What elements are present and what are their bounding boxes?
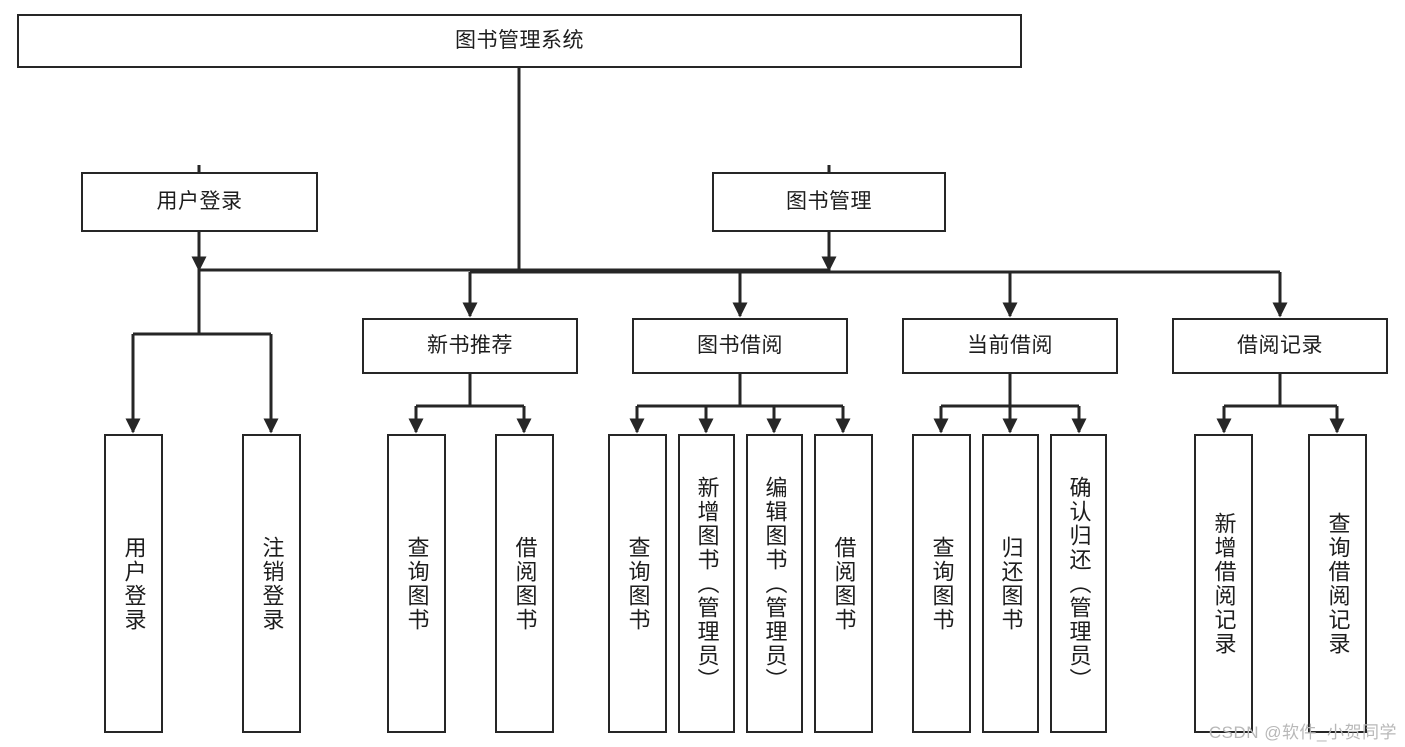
node-user-login-label: 用户登录: [156, 189, 243, 213]
leaf-recommend-borrow-book-label: 借阅图书: [512, 535, 538, 632]
leaf-record-query-record-label: 查询借阅记录: [1325, 511, 1351, 656]
node-book-borrow-label: 图书借阅: [697, 333, 783, 357]
leaf-borrow-borrow-book-label: 借阅图书: [831, 535, 857, 632]
node-book-management[interactable]: 图书管理: [712, 172, 946, 232]
node-current-borrow[interactable]: 当前借阅: [902, 318, 1118, 374]
leaf-user-login-signin-label: 用户登录: [121, 535, 147, 632]
watermark: CSDN @软件_小贺同学: [1208, 723, 1397, 742]
leaf-borrow-edit-book[interactable]: 编辑图书（管理员）: [746, 434, 803, 733]
leaf-borrow-query-book[interactable]: 查询图书: [608, 434, 667, 733]
leaf-borrow-query-book-label: 查询图书: [625, 535, 651, 632]
leaf-recommend-query-book[interactable]: 查询图书: [387, 434, 446, 733]
leaf-borrow-add-book[interactable]: 新增图书（管理员）: [678, 434, 735, 733]
leaf-user-login-signout-label: 注销登录: [259, 535, 285, 632]
leaf-borrow-edit-book-label: 编辑图书（管理员）: [762, 475, 788, 692]
leaf-current-return-book[interactable]: 归还图书: [982, 434, 1039, 733]
node-root-label: 图书管理系统: [455, 28, 584, 52]
leaf-record-add-record[interactable]: 新增借阅记录: [1194, 434, 1253, 733]
leaf-current-confirm-return-label: 确认归还（管理员）: [1066, 475, 1092, 692]
leaf-current-return-book-label: 归还图书: [998, 535, 1024, 632]
leaf-current-confirm-return[interactable]: 确认归还（管理员）: [1050, 434, 1107, 733]
leaf-borrow-add-book-label: 新增图书（管理员）: [694, 475, 720, 692]
node-current-borrow-label: 当前借阅: [967, 333, 1053, 357]
leaf-current-query-book-label: 查询图书: [929, 535, 955, 632]
leaf-current-query-book[interactable]: 查询图书: [912, 434, 971, 733]
node-new-book-recommend[interactable]: 新书推荐: [362, 318, 578, 374]
leaf-recommend-query-book-label: 查询图书: [404, 535, 430, 632]
node-borrow-record-label: 借阅记录: [1237, 333, 1323, 357]
leaf-borrow-borrow-book[interactable]: 借阅图书: [814, 434, 873, 733]
leaf-user-login-signin[interactable]: 用户登录: [104, 434, 163, 733]
leaf-user-login-signout[interactable]: 注销登录: [242, 434, 301, 733]
node-user-login[interactable]: 用户登录: [81, 172, 318, 232]
leaf-recommend-borrow-book[interactable]: 借阅图书: [495, 434, 554, 733]
node-book-borrow[interactable]: 图书借阅: [632, 318, 848, 374]
leaf-record-add-record-label: 新增借阅记录: [1211, 511, 1237, 656]
node-book-management-label: 图书管理: [786, 189, 872, 213]
node-root[interactable]: 图书管理系统: [17, 14, 1022, 68]
node-borrow-record[interactable]: 借阅记录: [1172, 318, 1388, 374]
node-new-book-recommend-label: 新书推荐: [427, 333, 513, 357]
leaf-record-query-record[interactable]: 查询借阅记录: [1308, 434, 1367, 733]
